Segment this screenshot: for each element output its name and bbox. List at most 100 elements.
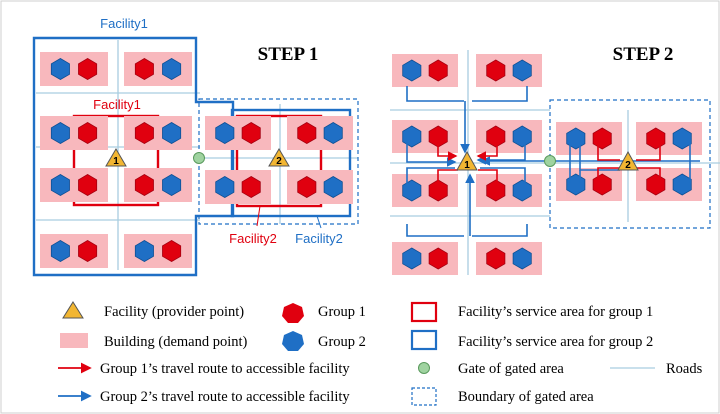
building-block — [40, 168, 108, 202]
building-block — [287, 116, 353, 150]
building-block — [40, 52, 108, 86]
building-block — [124, 116, 192, 150]
step1-facility2-marker: 2 — [268, 148, 290, 167]
group2-hexagon — [50, 174, 70, 196]
building-block — [287, 170, 353, 204]
legend-facility-label: Facility (provider point) — [104, 304, 244, 320]
group2-hexagon — [512, 125, 532, 148]
group1-hexagon — [134, 58, 154, 80]
facility2-service-area-group2 — [230, 108, 352, 218]
building-block — [40, 116, 108, 150]
group1-hexagon — [486, 179, 506, 202]
legend-gate-label: Gate of gated area — [458, 361, 564, 377]
step1-gate-marker — [193, 152, 205, 164]
legend-service2-icon — [410, 329, 438, 351]
group1-hexagon — [78, 122, 98, 144]
legend-service1-label: Facility’s service area for group 1 — [458, 304, 653, 320]
step2-group1-routes — [437, 140, 661, 184]
group1-hexagon — [428, 247, 448, 270]
building-block — [392, 54, 458, 87]
legend-roads-label: Roads — [666, 361, 703, 377]
group2-hexagon — [162, 58, 182, 80]
facility2-number: 2 — [276, 156, 282, 167]
legend-group1-icon — [282, 303, 304, 323]
group1-hexagon — [241, 176, 261, 198]
facility2-service-area-group1 — [235, 114, 323, 208]
group1-hexagon — [428, 59, 448, 82]
step1-facility2-red-label: Facility2 — [229, 231, 277, 246]
group2-hexagon — [402, 125, 422, 148]
group1-hexagon — [241, 122, 261, 144]
building-block — [556, 122, 622, 155]
legend-route2-label: Group 2’s travel route to accessible fac… — [100, 389, 350, 405]
building-block — [556, 168, 622, 201]
step2-gate-marker — [544, 155, 556, 167]
step2-buildings — [392, 54, 702, 275]
legend-building-icon — [60, 333, 88, 348]
legend-route1-label: Group 1’s travel route to accessible fac… — [100, 361, 350, 377]
group1-hexagon — [78, 240, 98, 262]
group2-hexagon — [215, 176, 235, 198]
group2-hexagon — [50, 122, 70, 144]
group2-hexagon — [215, 122, 235, 144]
group2-hexagon — [323, 176, 343, 198]
building-block — [124, 52, 192, 86]
step2-facility2-marker: 2 — [617, 150, 639, 171]
group2-hexagon — [402, 247, 422, 270]
legend-group2-icon — [282, 331, 304, 351]
step1-title: STEP 1 — [258, 44, 319, 65]
group1-hexagon — [297, 176, 317, 198]
facility1-service-area-group1 — [72, 114, 160, 207]
building-block — [124, 168, 192, 202]
building-block — [392, 120, 458, 153]
building-block — [392, 242, 458, 275]
step2-facility1-marker: 1 — [456, 150, 478, 171]
group2-hexagon — [323, 122, 343, 144]
group2-hexagon — [512, 247, 532, 270]
group1-hexagon — [162, 240, 182, 262]
facility1-number: 1 — [113, 156, 119, 167]
group2-hexagon — [162, 122, 182, 144]
building-block — [392, 174, 458, 207]
group2-hexagon — [512, 179, 532, 202]
building-block — [476, 120, 542, 153]
building-block — [476, 174, 542, 207]
group1-hexagon — [134, 122, 154, 144]
group1-hexagon — [486, 125, 506, 148]
step2-title: STEP 2 — [613, 44, 674, 65]
building-block — [40, 234, 108, 268]
group2-hexagon — [402, 179, 422, 202]
facility2-red-leader — [256, 205, 261, 227]
facility2-blue-leader — [316, 215, 322, 229]
group1-hexagon — [486, 247, 506, 270]
legend-group2-label: Group 2 — [318, 334, 366, 350]
building-block — [124, 234, 192, 268]
step1-panel: 1 2 Facility1 Facility1 Facility2 Facili… — [32, 16, 359, 277]
legend-building-label: Building (demand point) — [104, 334, 248, 350]
building-block — [476, 242, 542, 275]
group1-hexagon — [428, 179, 448, 202]
group2-hexagon — [512, 59, 532, 82]
group1-hexagon — [134, 174, 154, 196]
legend-boundary-label: Boundary of gated area — [458, 389, 594, 405]
legend-facility-icon — [62, 301, 84, 319]
group2-hexagon — [50, 240, 70, 262]
legend-group1-label: Group 1 — [318, 304, 366, 320]
building-block — [205, 170, 271, 204]
group2-hexagon — [402, 59, 422, 82]
building-block — [205, 116, 271, 150]
step1-buildings — [40, 52, 353, 268]
group2-hexagon — [672, 173, 692, 196]
step1-facility1-red-label: Facility1 — [93, 97, 141, 112]
legend-gate-icon — [418, 362, 430, 374]
building-block — [476, 54, 542, 87]
step2-panel: 1 2 STEP 2 — [390, 44, 720, 275]
legend: Facility (provider point) Building (dema… — [58, 301, 703, 406]
group1-hexagon — [297, 122, 317, 144]
legend-service1-icon — [410, 301, 438, 323]
group2-hexagon — [672, 127, 692, 150]
group1-hexagon — [486, 59, 506, 82]
legend-boundary-icon — [411, 387, 437, 406]
